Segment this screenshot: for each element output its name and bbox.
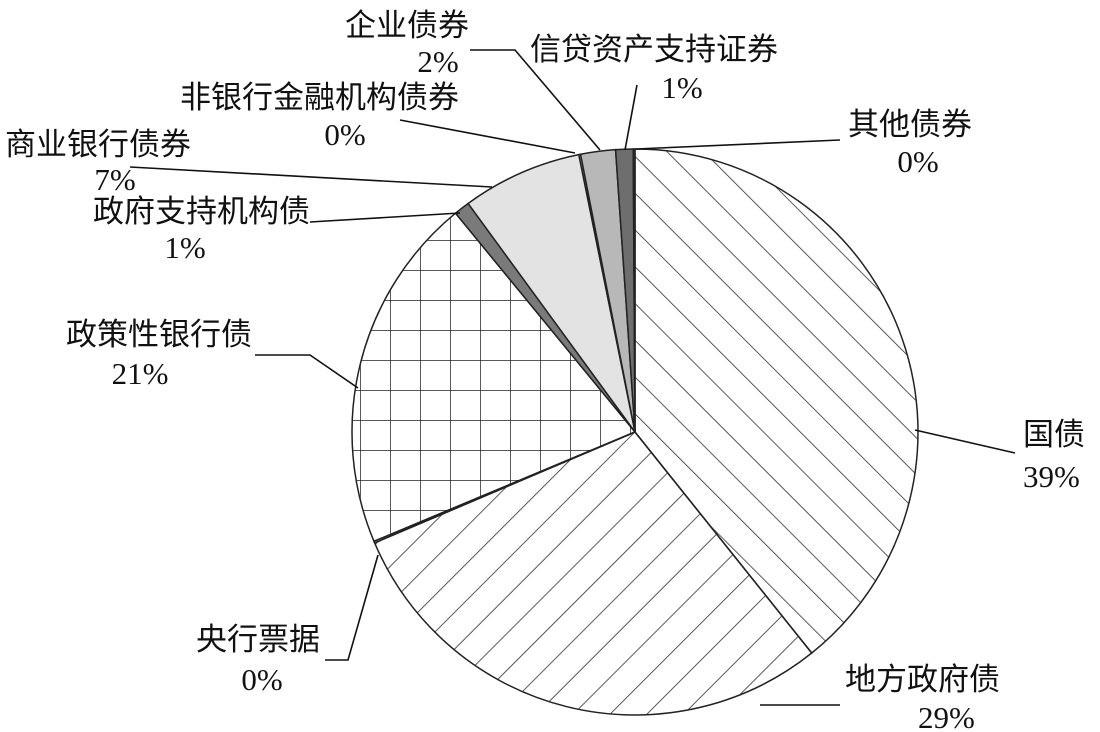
leader-line-shangye bbox=[129, 166, 493, 188]
pie-slices bbox=[351, 148, 919, 716]
leader-lines bbox=[129, 49, 1016, 706]
leader-line-yanghang bbox=[325, 554, 379, 661]
percent-feiyinhang: 0% bbox=[324, 117, 365, 152]
label-xindai: 信贷资产支持证券 bbox=[530, 32, 778, 68]
pie-slice-1 bbox=[373, 431, 813, 716]
leader-line-guozhai bbox=[914, 429, 1016, 454]
leader-line-qita bbox=[635, 139, 841, 150]
percent-qiye: 2% bbox=[417, 44, 458, 79]
leader-line-feiyinhang bbox=[399, 119, 576, 154]
label-zhengfuzhichi: 政府支持机构债 bbox=[93, 194, 310, 230]
label-difang: 地方政府债 bbox=[845, 662, 1000, 698]
leader-line-zhengfuzhichi bbox=[309, 212, 461, 223]
label-guozhai: 国债 bbox=[1023, 417, 1085, 453]
label-qiye: 企业债券 bbox=[345, 8, 469, 44]
label-feiyinhang: 非银行金融机构债券 bbox=[180, 80, 459, 116]
percent-xindai: 1% bbox=[661, 70, 702, 105]
pie-slice-3 bbox=[351, 212, 637, 543]
pie-slice-5 bbox=[467, 153, 636, 433]
label-shangye: 商业银行债券 bbox=[5, 127, 191, 163]
slice-labels: 国债 39% 地方政府债 29% 央行票据 0% 政策性银行债 21% 政府支持… bbox=[5, 8, 1085, 732]
percent-yanghang: 0% bbox=[241, 662, 282, 697]
label-zhengce: 政策性银行债 bbox=[66, 317, 252, 353]
percent-zhengce: 21% bbox=[112, 356, 169, 391]
percent-guozhai: 39% bbox=[1023, 459, 1080, 494]
leader-line-zhengce bbox=[255, 354, 359, 389]
leader-line-xindai bbox=[624, 84, 638, 151]
percent-qita: 0% bbox=[897, 144, 938, 179]
percent-shangye: 7% bbox=[94, 162, 135, 197]
pie-slice-9 bbox=[632, 148, 636, 433]
label-qita: 其他债券 bbox=[848, 107, 972, 143]
leader-line-qiye bbox=[470, 49, 601, 151]
percent-zhengfuzhichi: 1% bbox=[164, 230, 205, 265]
pie-slice-0 bbox=[634, 148, 919, 655]
label-yanghang: 央行票据 bbox=[196, 622, 320, 658]
percent-difang: 29% bbox=[918, 700, 975, 732]
